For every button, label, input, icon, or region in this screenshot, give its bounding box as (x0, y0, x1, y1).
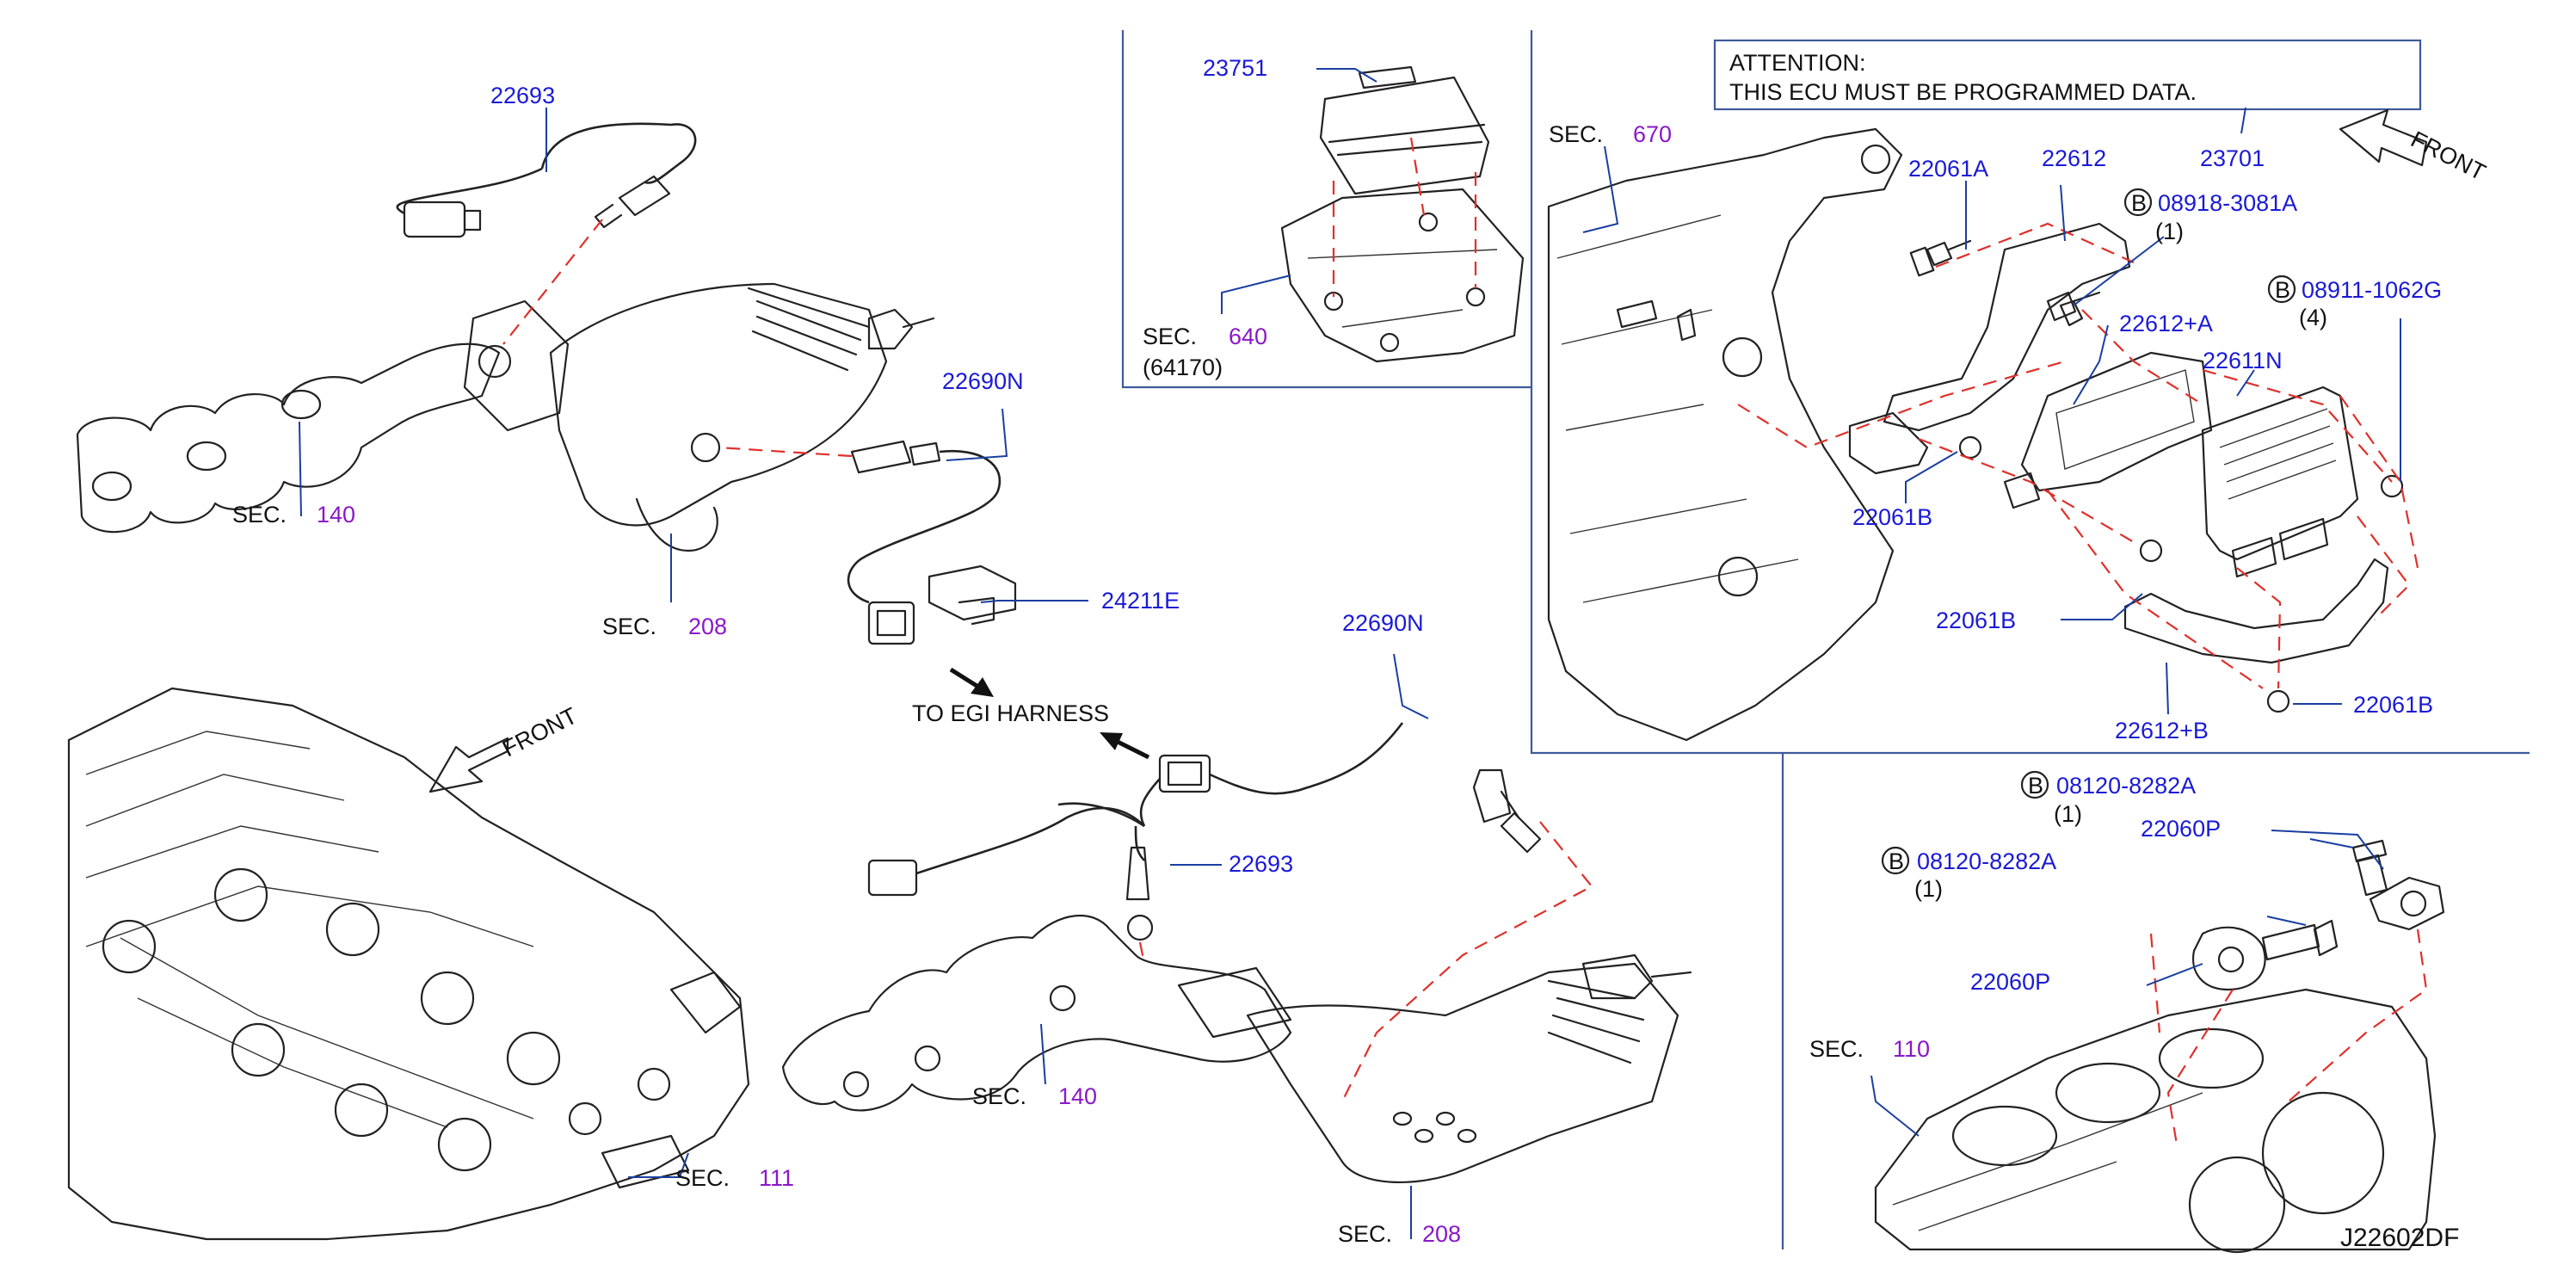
bolt-mark-08120-b: B (1889, 848, 1904, 874)
oxygen-sensor-22690N-top (847, 440, 1017, 645)
exhaust-manifold-bottom (781, 914, 1692, 1184)
part-label-24211E: 24211E (1101, 588, 1180, 614)
cylinder-block-sec-110 (1874, 988, 2437, 1254)
part-label-22693-top: 22693 (490, 83, 555, 108)
part-label-23701: 23701 (2200, 145, 2265, 171)
oxygen-sensor-22693-top (396, 122, 697, 238)
ecu-bracket-22612A (2003, 351, 2213, 509)
part-label-22060P-b: 22060P (1970, 969, 2050, 995)
part-label-22612: 22612 (2042, 145, 2106, 171)
sec-number-208-bottom: 208 (1422, 1221, 1461, 1247)
sec-label-111: SEC. (675, 1165, 730, 1191)
part-label-08120-8282A-a: 08120-8282A (2056, 773, 2196, 799)
part-label-08911-1062G: 08911-1062G (2302, 277, 2442, 303)
part-label-22060P-a: 22060P (2141, 816, 2221, 842)
part-label-22061B-1: 22061B (1852, 504, 1932, 530)
knock-sensor-22060P-lower (2191, 919, 2339, 991)
part-label-08120-8282A-b: 08120-8282A (1917, 848, 2056, 874)
part-qty-08120-b: (1) (1914, 876, 1943, 902)
sec-number-208-top: 208 (688, 614, 727, 639)
sec-number-111: 111 (759, 1165, 794, 1191)
exhaust-manifold-top (76, 282, 935, 552)
sec-label-110: SEC. (1809, 1036, 1864, 1062)
part-label-22061B-2: 22061B (1936, 608, 2016, 633)
bolt-callout-marks: B B B B (1881, 188, 2296, 875)
part-label-22061B-3: 22061B (2353, 692, 2433, 718)
sec-number-640: 640 (1229, 324, 1267, 349)
sec-label-208-bottom: SEC. (1338, 1221, 1392, 1247)
sec-number-110: 110 (1893, 1036, 1930, 1062)
exhaust-dashed-guides (502, 219, 1593, 1102)
part-qty-08918: (1) (2155, 219, 2184, 244)
front-label-right: FRONT (2407, 126, 2489, 186)
front-arrow-left (428, 737, 509, 793)
ecu-bracket-22612 (1848, 222, 2131, 475)
part-label-22612B: 22612+B (2115, 718, 2209, 743)
body-panel-sec-670 (1547, 127, 1903, 742)
part-label-22061A: 22061A (1908, 156, 1988, 182)
sec-number-140-top: 140 (317, 502, 355, 527)
leader-lines (299, 68, 2401, 1239)
panel-frames (1121, 30, 2530, 1249)
part-label-08918-3081A: 08918-3081A (2158, 190, 2297, 216)
attention-line-2: THIS ECU MUST BE PROGRAMMED DATA. (1729, 79, 2197, 105)
sec-label-670: SEC. (1549, 121, 1603, 147)
bolt-mark-08918: B (2131, 190, 2147, 216)
front-arrow-right (2339, 108, 2428, 167)
labels: 22693 22690N 24211E SEC. 140 SEC. 208 TO… (232, 50, 2490, 1252)
attention-box (1713, 39, 2422, 111)
part-label-23751: 23751 (1203, 55, 1267, 81)
part-label-22611N: 22611N (2203, 348, 2283, 373)
sec-640-subnumber: (64170) (1143, 355, 1223, 380)
front-label-left: FRONT (498, 702, 581, 762)
ecu-22611N (2201, 386, 2359, 578)
bolt-mark-08120-a: B (2028, 773, 2043, 799)
egi-harness-connectors (867, 667, 1542, 941)
sec-number-140-bottom: 140 (1058, 1083, 1097, 1109)
diagram-code: J22602DF (2340, 1224, 2459, 1252)
ecu-dashed-guides (1737, 222, 2419, 689)
sec-label-208-top: SEC. (602, 614, 656, 639)
engine-assembly (67, 687, 750, 1241)
sec-label-140-top: SEC. (232, 502, 287, 527)
block-dashed-guides (2149, 928, 2428, 1145)
sec-label-140-bottom: SEC. (972, 1083, 1026, 1109)
bolt-mark-08911: B (2275, 277, 2290, 303)
part-qty-08911: (4) (2299, 305, 2327, 330)
part-label-22693-bottom: 22693 (1229, 851, 1293, 877)
part-label-22690N-top: 22690N (942, 368, 1024, 394)
part-qty-08120-a: (1) (2054, 801, 2082, 827)
part-label-22690N-bottom: 22690N (1342, 610, 1424, 636)
sec-label-640: SEC. (1143, 324, 1197, 349)
part-label-22612A: 22612+A (2119, 311, 2213, 336)
ecu-bracket-22612B (2123, 558, 2389, 664)
sec-number-670: 670 (1633, 121, 1672, 147)
ecu-cover-23751 (1280, 65, 1525, 363)
harness-note: TO EGI HARNESS (912, 700, 1109, 726)
knock-sensor-22060P-upper (2351, 839, 2445, 931)
attention-line-1: ATTENTION: (1729, 50, 1866, 76)
